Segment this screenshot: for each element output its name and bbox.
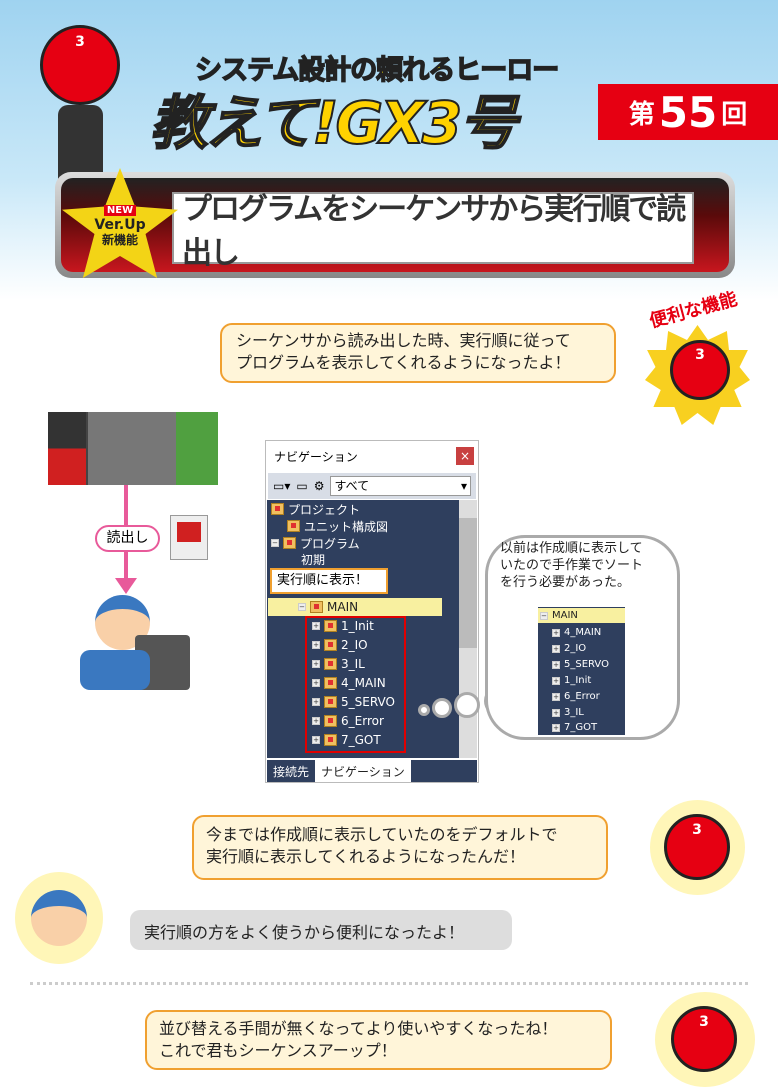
thought-circle [454, 692, 480, 718]
panel-title: ナビゲーション [274, 449, 358, 464]
badge-label: 新機能 [101, 233, 138, 247]
mini-tree-item: +6_Error [552, 691, 600, 702]
bubble1-line2: プログラムを表示してくれるようになったよ！ [236, 353, 571, 372]
mini-tree-item: +1_Init [552, 675, 592, 686]
tree-item[interactable]: +5_SERVO [312, 695, 395, 709]
collapse-toggle[interactable]: − [298, 603, 306, 611]
header-subtitle: システム設計の頼れるヒーロー [194, 54, 560, 87]
mini-tree-item: +3_IL [552, 707, 584, 718]
badge-ver: Ver.Up [94, 217, 146, 233]
scrollbar[interactable] [459, 500, 477, 758]
worker-avatar [15, 872, 103, 964]
panel-tabs: 接続先 ナビゲーション [267, 760, 477, 782]
episode-suffix: 回 [721, 99, 748, 130]
tree-label: ユニット構成図 [304, 519, 389, 534]
mini-tree-item: +2_IO [552, 643, 587, 654]
tab-navigation[interactable]: ナビゲーション [315, 760, 411, 782]
episode-prefix: 第 [628, 99, 655, 130]
gear-icon[interactable]: ⚙ [313, 479, 325, 493]
read-label: 読出し [95, 525, 160, 552]
topic-title-text: プログラムをシーケンサから実行順で読出し [182, 192, 686, 271]
speech-bubble-4: 並び替える手間が無くなってより使いやすくなったね！これで君もシーケンスアーップ！ [145, 1010, 612, 1070]
tree-item[interactable]: +6_Error [312, 714, 384, 728]
tab-connection[interactable]: 接続先 [273, 765, 310, 779]
tree-item-main[interactable]: − MAIN [268, 598, 442, 616]
project-icon [271, 503, 284, 515]
plc-image [48, 412, 218, 485]
speech-bubble-1: シーケンサから読み出した時、実行順に従って プログラムを表示してくれるようになっ… [220, 323, 616, 383]
badge-new: NEW [103, 205, 137, 216]
gx3-hero-face [670, 340, 730, 400]
project-tree: プロジェクト ユニット構成図 − プログラム 初期 − MAIN +1_Init +… [267, 500, 477, 758]
tree-item-program[interactable]: − プログラム [271, 535, 360, 551]
filter-value: すべて [334, 479, 370, 493]
speech-bubble-2: 今までは作成順に表示していたのをデフォルトで実行順に表示してくれるようになったん… [192, 815, 608, 880]
program-file-icon [170, 515, 208, 560]
tree-item[interactable]: +1_Init [312, 619, 374, 633]
chevron-down-icon: ▾ [460, 479, 467, 493]
filter-select[interactable]: すべて ▾ [330, 476, 471, 496]
program-icon [283, 537, 296, 549]
tree-item[interactable]: +2_IO [312, 638, 368, 652]
mini-tree-item: +7_GOT [552, 722, 598, 733]
episode-number: 55 [658, 87, 718, 137]
episode-ribbon: 第 55 回 [598, 84, 778, 140]
thought-circle [418, 704, 430, 716]
hero-avatar [655, 992, 755, 1087]
mini-tree: −MAIN +4_MAIN +2_IO +5_SERVO +1_Init +6_… [538, 607, 625, 735]
worker-body [80, 650, 150, 690]
execution-order-callout: 実行順に表示！ [270, 568, 388, 594]
mini-tree-main: −MAIN [538, 608, 625, 623]
tree-item[interactable]: +4_MAIN [312, 676, 386, 690]
tree-label: MAIN [327, 600, 359, 614]
mini-tree-item: +5_SERVO [552, 659, 609, 670]
tree-item-initial[interactable]: 初期 [301, 551, 325, 567]
badge-text: NEW Ver.Up 新機能 [62, 200, 178, 248]
arrow-down-icon [115, 578, 137, 594]
tree-label: プロジェクト [288, 502, 361, 517]
cloud-text: 以前は作成順に表示していたので手作業でソートを行う必要があった。 [500, 541, 644, 590]
bubble1-line1: シーケンサから読み出した時、実行順に従って [236, 331, 571, 350]
mini-tree-item: +4_MAIN [552, 627, 602, 638]
tree-label: 初期 [301, 552, 326, 567]
thought-circle [432, 698, 452, 718]
tree-item[interactable]: +7_GOT [312, 733, 381, 747]
collapse-icon[interactable]: ▭ [296, 479, 308, 493]
collapse-toggle[interactable]: − [271, 539, 279, 547]
program-icon [310, 601, 323, 613]
sort-icon[interactable]: ▭▾ [273, 479, 291, 493]
topic-title: プログラムをシーケンサから実行順で読出し [172, 192, 694, 271]
highlight-box [305, 616, 406, 753]
hero-avatar [650, 800, 745, 895]
header-title: 教えて!GX3号 [149, 88, 518, 158]
tree-item-unit[interactable]: ユニット構成図 [287, 518, 388, 534]
unit-icon [287, 520, 300, 532]
tree-label: プログラム [300, 536, 360, 551]
close-button[interactable]: × [456, 447, 474, 465]
speech-bubble-3: 実行順の方をよく使うから便利になったよ！ [130, 910, 512, 950]
divider [30, 982, 748, 985]
tree-item-project[interactable]: プロジェクト [271, 501, 360, 517]
gx3-hero-mascot [40, 25, 120, 105]
tree-item[interactable]: +3_IL [312, 657, 365, 671]
